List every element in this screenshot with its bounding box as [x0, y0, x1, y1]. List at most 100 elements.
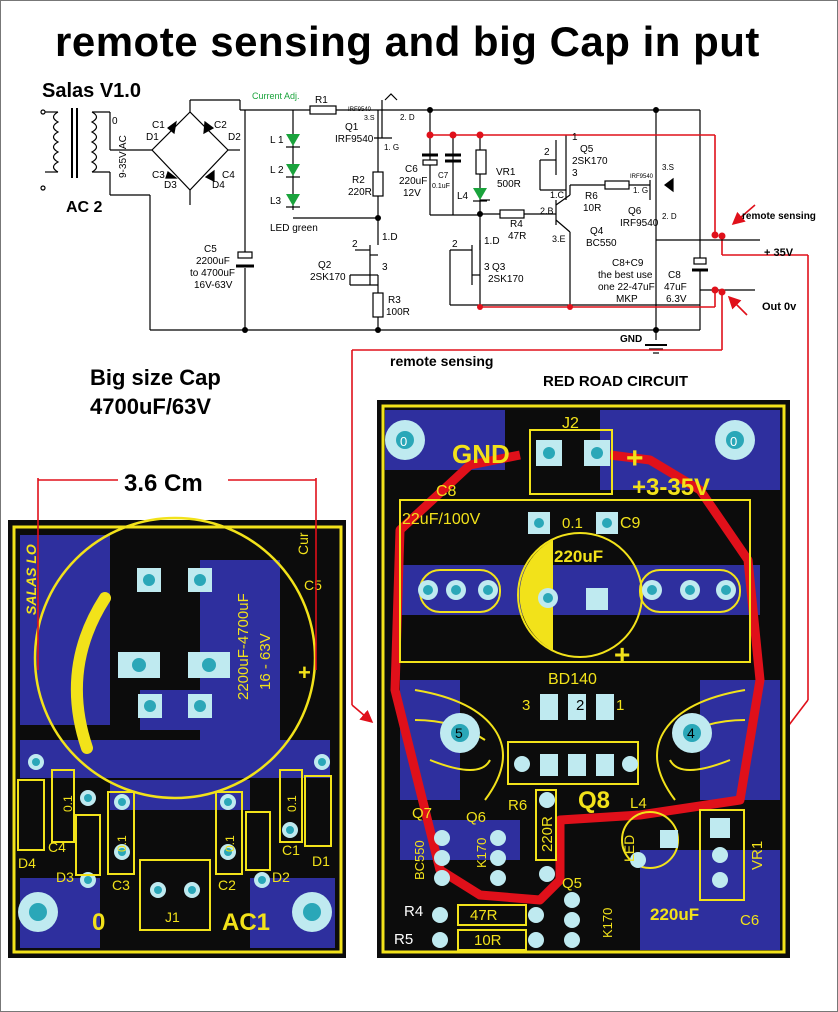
- label-q2: Q2: [318, 260, 332, 271]
- c8c9-note-3: one 22-47uF: [598, 282, 655, 293]
- label-r2: R2: [352, 175, 365, 186]
- right-q8: Q8: [578, 787, 610, 814]
- q1-pin-g: 1. G: [384, 143, 399, 152]
- q1-pin-d: 2. D: [400, 113, 415, 122]
- right-j2: J2: [562, 415, 579, 432]
- label-c1: C1: [152, 120, 165, 131]
- label-q1-part: IRF9540: [335, 134, 374, 145]
- right-r5: R5: [394, 931, 413, 948]
- right-r6: R6: [508, 797, 527, 814]
- left-cap-text1: 2200uF-4700uF: [235, 593, 252, 700]
- label-c6-val2: 12V: [403, 188, 421, 199]
- label-q5-part: 2SK170: [572, 156, 608, 167]
- right-cap2: 220uF: [650, 905, 699, 924]
- right-pin1: 1: [616, 697, 624, 714]
- label-l2: L 2: [270, 165, 284, 176]
- label-r3: R3: [388, 295, 401, 306]
- label-l3: L3: [270, 196, 282, 207]
- right-pad5: 5: [455, 725, 463, 741]
- label-r6: R6: [585, 191, 598, 202]
- right-bc550: BC550: [412, 840, 427, 880]
- right-c9: C9: [620, 515, 641, 532]
- q6-pin-g: 1. G: [633, 186, 648, 195]
- right-c8: C8: [436, 483, 457, 500]
- transformer-symbol: [40, 108, 152, 196]
- c8c9-note-1: C8+C9: [612, 258, 644, 269]
- right-r6-val: 220R: [539, 816, 556, 852]
- q2-pin-3: 3: [382, 262, 388, 273]
- remote-sensing-label-top: remote sensing: [742, 211, 816, 222]
- q3-pin-2: 2: [452, 239, 458, 250]
- heatsink-outline: [414, 689, 746, 801]
- label-q6-small: IRF9540: [630, 174, 654, 180]
- left-small-4: 0.1: [285, 795, 299, 812]
- left-d2: D2: [272, 869, 290, 885]
- label-l4: L4: [457, 191, 469, 202]
- left-cap-text2: 16 - 63V: [257, 633, 274, 690]
- label-vr1: VR1: [496, 167, 516, 178]
- label-c5-val2: to 4700uF: [190, 268, 235, 279]
- left-c5-text: C5: [304, 577, 322, 593]
- plus35-label: + 35V: [764, 247, 794, 259]
- label-c6: C6: [405, 164, 418, 175]
- remote-sensing-label-bottom: remote sensing: [390, 353, 494, 369]
- right-pcb-silk: [399, 429, 751, 951]
- q1-pin-s: 3.S: [364, 115, 375, 122]
- ac-zero: 0: [112, 116, 118, 127]
- label-r6-val: 10R: [583, 203, 601, 214]
- c8c9-note-2: the best use: [598, 270, 653, 281]
- right-pcb: GND J2 + +3-35V C8 22uF/100V 0.1 C9 220u…: [377, 400, 790, 958]
- version-label: Salas V1.0: [42, 80, 141, 102]
- label-c8: C8: [668, 270, 681, 281]
- right-pin2: 2: [576, 697, 584, 714]
- label-c2: C2: [214, 120, 227, 131]
- label-q5: Q5: [580, 144, 594, 155]
- label-q4-part: BC550: [586, 238, 617, 249]
- q6-pin-d: 2. D: [662, 212, 677, 221]
- left-small-3: 0.1: [223, 835, 237, 852]
- red-road-label: RED ROAD CIRCUIT: [543, 373, 688, 390]
- label-d4: D4: [212, 180, 225, 191]
- black-nodes: [242, 107, 659, 333]
- right-pcb-pads: [385, 420, 755, 948]
- right-c8-val: 22uF/100V: [402, 511, 481, 528]
- right-led: LED: [621, 835, 637, 862]
- ac-voltage: 9-35V AC: [118, 135, 129, 178]
- schematic: [40, 93, 720, 354]
- q3-pin-d: 1.D: [484, 236, 500, 247]
- q5-pin-1: 1: [572, 132, 578, 143]
- label-c7-val: 0.1uF: [432, 183, 450, 190]
- left-ac1: AC1: [222, 909, 270, 936]
- svg-text:0: 0: [730, 434, 737, 449]
- right-pin3: 3: [522, 697, 530, 714]
- right-plus: +: [626, 442, 644, 475]
- left-pcb-pads: [18, 568, 332, 932]
- label-d2: D2: [228, 132, 241, 143]
- label-c8-val1: 47uF: [664, 282, 687, 293]
- label-c5-val1: 2200uF: [196, 256, 230, 267]
- right-vr1: VR1: [749, 841, 766, 870]
- label-d1: D1: [146, 132, 159, 143]
- label-q1: Q1: [345, 122, 359, 133]
- right-q7: Q7: [412, 805, 432, 822]
- label-r4-val: 47R: [508, 231, 526, 242]
- page-title: remote sensing and big Cap in put: [55, 18, 760, 65]
- label-q3-part: 2SK170: [488, 274, 524, 285]
- label-r4: R4: [510, 219, 523, 230]
- left-cur-text: Cur: [295, 532, 311, 555]
- c6-c7-symbols: [422, 153, 461, 166]
- label-c8-val2: 6.3V: [666, 294, 687, 305]
- led-green-label: LED green: [270, 223, 318, 234]
- q2-pin-d: 1.D: [382, 232, 398, 243]
- red-nodes: [426, 131, 726, 310]
- label-q2-part: 2SK170: [310, 272, 346, 283]
- label-r1: R1: [315, 95, 328, 106]
- left-d1: D1: [312, 853, 330, 869]
- left-small-2: 0.1: [115, 835, 129, 852]
- led-symbols: [286, 134, 487, 208]
- right-c6: C6: [740, 912, 759, 929]
- q6-pin-s: 3.S: [662, 163, 674, 172]
- left-salas-text: SALAS LO: [23, 544, 39, 615]
- left-pcb-silk: [17, 769, 332, 931]
